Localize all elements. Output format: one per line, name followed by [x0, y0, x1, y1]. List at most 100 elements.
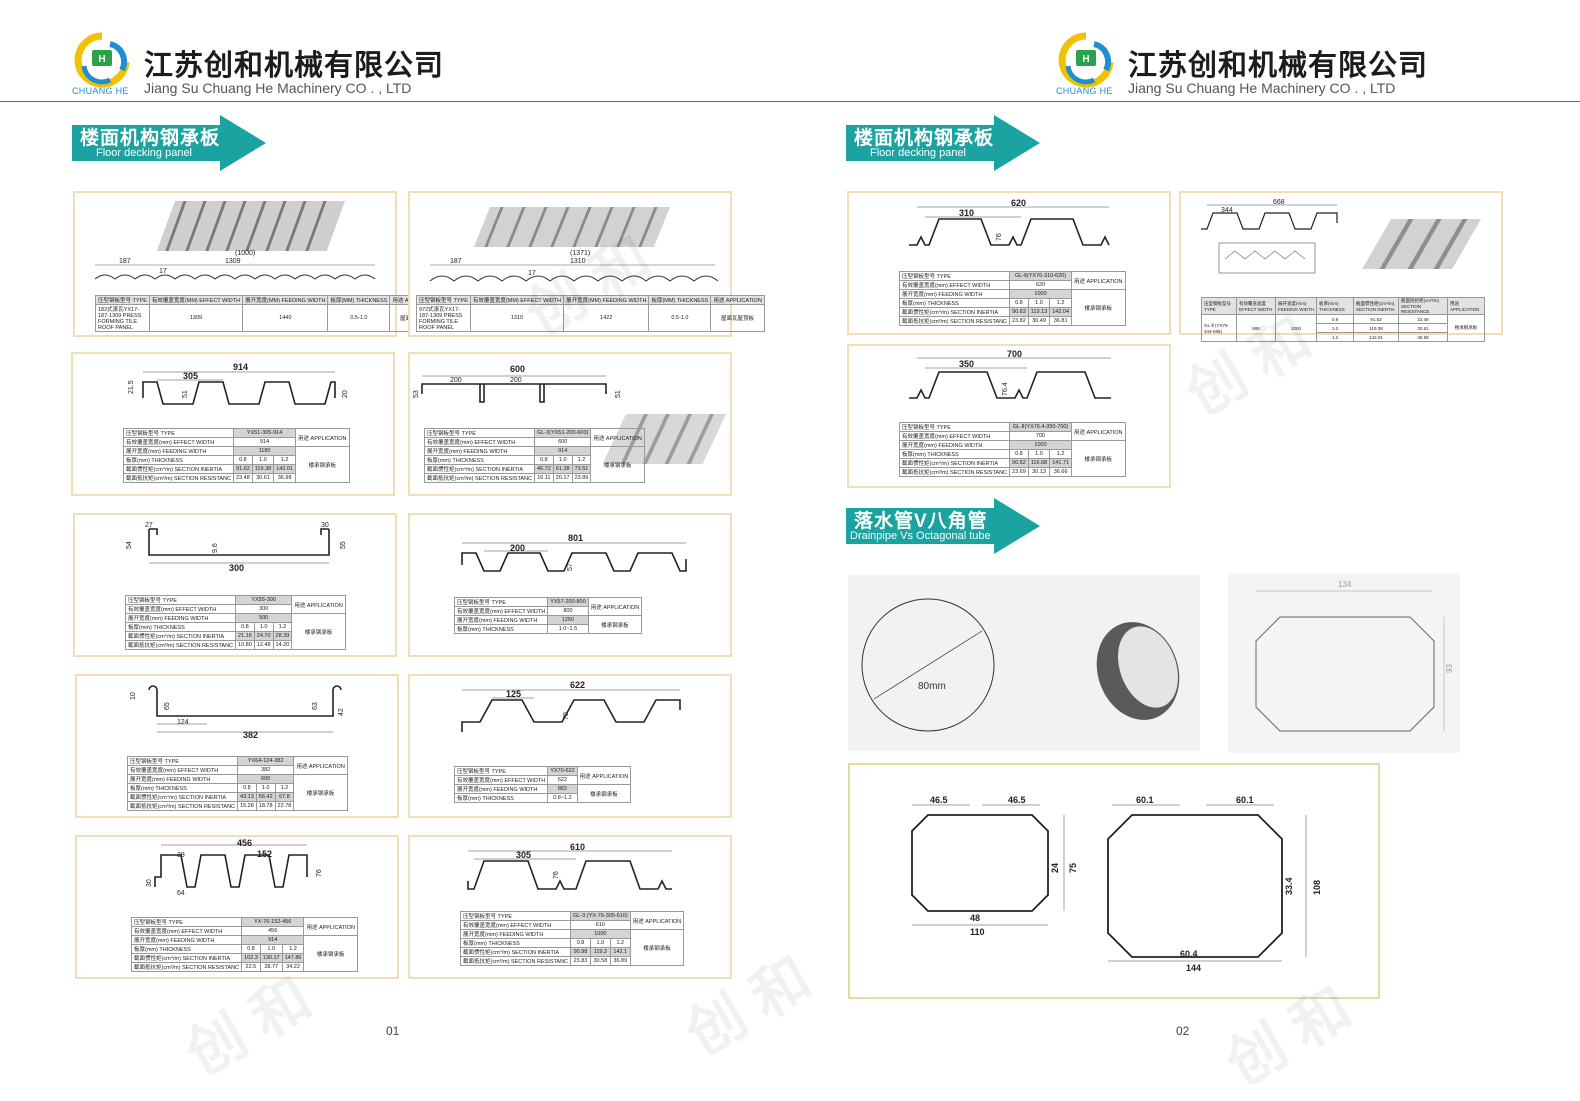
spec-cell: 压型钢板型号 TYPE — [898, 271, 1011, 281]
dim-label: 1309 — [225, 258, 241, 265]
dim-label: 801 — [568, 533, 583, 543]
cell-inertia: 91.62 — [1353, 314, 1399, 324]
spec-cell: 截面惯性矩(cm⁴/m) SECTION INERTIA — [124, 631, 237, 641]
spec-cell: 1.2 — [281, 944, 305, 954]
spec-cell: 板厚(mm) THICKNESS — [898, 449, 1011, 459]
spec-cell: 456 — [241, 926, 305, 936]
dim-label: 46.5 — [1008, 795, 1026, 805]
spec-cell: 1.2 — [609, 938, 631, 948]
spec-cell: 36.81 — [1049, 316, 1073, 326]
spec-cell: 展开宽度(mm) FEEDING WIDTH — [122, 446, 235, 456]
spec-cell: 22.78 — [274, 801, 295, 811]
spec-cell: 截面抵抗矩(cm³/m) SECTION RESISTANC — [459, 956, 572, 966]
spec-cell: 882 — [547, 784, 578, 794]
dim-label: 21.5 — [128, 380, 135, 394]
spec-cell: 23.82 — [1009, 316, 1029, 326]
section-banner-drainpipe: 落水管V八角管 Drainpipe Vs Octagonal tube — [846, 498, 1040, 554]
spec-cell: 20.17 — [552, 473, 573, 483]
col-header: 展开宽度(MM) FEEDING WIDTH — [242, 295, 329, 305]
spec-cell: GL-Ⅱ(YX76.4-350-700) — [1009, 422, 1073, 432]
cell-feeding: 1422 — [563, 304, 650, 332]
dim-label: 24 — [1050, 863, 1060, 873]
spec-cell: 23.48 — [233, 473, 253, 483]
cell-type: 182式滚瓦YX17-187-1309 PRESS FORMING TILE R… — [95, 304, 150, 332]
cell-effect: 1309 — [148, 304, 244, 332]
cell-thickness: 1.0 — [1316, 323, 1354, 333]
dim-label: 65 — [164, 702, 171, 710]
col-header: 板厚(MM) THICKNESS — [327, 295, 391, 305]
profile-drawing: 27 30 300 54 55 9.6 — [126, 522, 347, 573]
spec-cell: 用途 APPLICATION — [590, 428, 645, 447]
profile-drawing: 610 305 76 — [467, 842, 672, 890]
col-header: 有效覆盖宽度 EFFECT WIDTH — [1236, 297, 1276, 315]
spec-cell: 36.66 — [1049, 467, 1073, 477]
col-header: 截面抵抗矩(cm³/m) SECTION RESISTANCE — [1398, 297, 1448, 315]
spec-cell: 用途 APPLICATION — [295, 428, 350, 447]
tile-drawing: 187 1309 17 (1000) — [94, 201, 376, 280]
spec-cell: 楼承钢承板 — [1071, 440, 1126, 477]
dim-label: 53 — [413, 390, 420, 398]
col-header: 用途 APPLICATION — [710, 295, 765, 305]
cell-thickness: 0.8 — [1316, 314, 1354, 324]
spec-cell: 压型钢板型号 TYPE — [122, 428, 235, 438]
company-name-cn: 江苏创和机械有限公司 — [144, 50, 445, 82]
spec-cell: 压型钢板型号 TYPE — [126, 756, 239, 766]
dim-label: 620 — [1011, 198, 1026, 208]
spec-cell: 有效覆盖宽度(mm) EFFECT WIDTH — [130, 926, 243, 936]
spec-cell: 用途 APPLICATION — [587, 597, 643, 616]
spec-cell: 楼承钢承板 — [303, 935, 358, 972]
dim-label: 46.5 — [930, 795, 948, 805]
spec-cell: 压型钢板型号 TYPE — [130, 917, 243, 927]
spec-cell: 截面抵抗矩(cm³/m) SECTION RESISTANC — [423, 473, 536, 483]
company-name-cn: 江苏创和机械有限公司 — [1128, 50, 1429, 82]
spec-cell: 1.0 — [255, 783, 276, 793]
spec-cell: 147.86 — [281, 953, 305, 963]
cell-thickness: 0.5-1.0 — [648, 304, 712, 332]
spec-cell: 102.3 — [241, 953, 261, 963]
spec-cell: 0.8~1.2 — [547, 793, 578, 803]
cell-application: 屋面瓦屋顶板 — [710, 304, 765, 332]
company-name-en: Jiang Su Chuang He Machinery CO . , LTD — [144, 80, 412, 96]
octagon-dimension-card: 46.5 46.5 24 75 48 110 60.1 60.1 33.4 10… — [848, 763, 1380, 999]
col-header: 截面惯性矩(cm⁴/m) SECTION INERTIA — [1353, 297, 1399, 315]
spec-cell: 有效覆盖宽度(mm) EFFECT WIDTH — [898, 431, 1011, 441]
spec-cell: YX55-300 — [235, 595, 293, 605]
section-title-cn: 楼面机构钢承板 — [80, 128, 221, 149]
spec-cell: 36.98 — [273, 473, 297, 483]
spec-cell: 620 — [1009, 280, 1073, 290]
spec-cell: 0.8 — [233, 455, 253, 465]
page-number-left: 01 — [386, 1024, 400, 1038]
arrow-icon — [846, 115, 1040, 171]
dim-label: 187 — [450, 258, 462, 265]
spec-cell: 用途 APPLICATION — [303, 917, 358, 936]
spec-cell: 展开宽度(mm) FEEDING WIDTH — [130, 935, 243, 945]
dim-label: 60.4 — [1180, 949, 1198, 959]
section-title-en: Floor decking panel — [870, 147, 967, 159]
spec-cell: 914 — [534, 446, 592, 456]
dim-label: 305 — [183, 371, 198, 381]
cell-resistance: 36.98 — [1398, 332, 1448, 342]
deck-photo — [1362, 219, 1481, 269]
cell-effect: 688 — [1236, 314, 1276, 342]
dim-label: (1000) — [235, 250, 255, 257]
spec-cell: 压型钢板型号 TYPE — [423, 428, 536, 438]
spec-cell: 43.13 — [237, 792, 257, 802]
col-header: 压型钢板型号 TYPE — [95, 295, 150, 305]
dim-label: 30 — [146, 879, 153, 887]
profile-drawing: 620 310 76 — [909, 198, 1110, 246]
spec-cell: 56.42 — [255, 792, 276, 802]
spec-cell: 34.22 — [281, 962, 305, 972]
spec-cell: 截面惯性矩(cm⁴/m) SECTION INERTIA — [459, 947, 572, 957]
spec-cell: 28.77 — [259, 962, 283, 972]
spec-cell: 30.13 — [1027, 467, 1051, 477]
dim-label: 200 — [450, 377, 462, 384]
